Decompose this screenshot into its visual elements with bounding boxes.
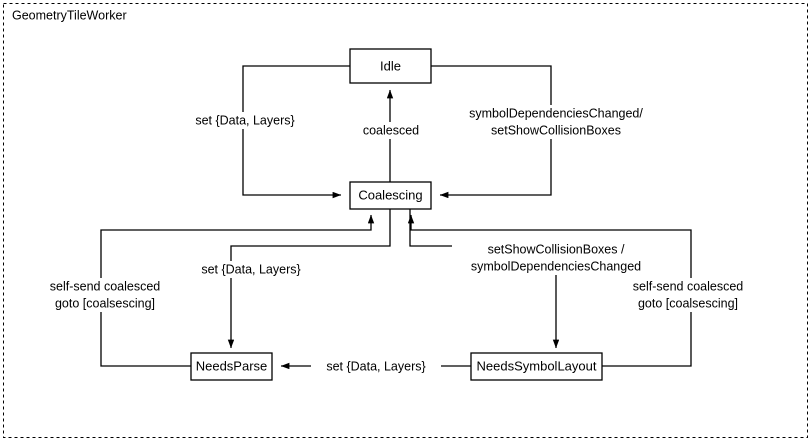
- edge-label-idle-to-coalescing-left: set {Data, Layers}: [180, 112, 310, 129]
- node-needsparse-box[interactable]: [190, 352, 273, 381]
- label-backdrop: [452, 105, 660, 139]
- edge-label-coalescing-to-needsparse: set {Data, Layers}: [186, 261, 316, 278]
- edge-label-line1: self-send coalesced: [50, 279, 161, 293]
- node-idle[interactable]: Idle: [349, 48, 432, 84]
- node-needssymbollayout[interactable]: NeedsSymbolLayout: [470, 352, 603, 381]
- edge-label-text: set {Data, Layers}: [326, 359, 425, 373]
- node-coalescing[interactable]: Coalescing: [349, 181, 432, 210]
- edge-label-needssymbollayout-to-needsparse: set {Data, Layers}: [311, 358, 441, 375]
- node-idle-label: Idle: [380, 58, 401, 73]
- label-backdrop: [355, 122, 427, 139]
- edge-label-text: coalesced: [363, 123, 419, 137]
- node-needsparse[interactable]: NeedsParse: [190, 352, 273, 381]
- edge-label-idle-to-coalescing-right: symbolDependenciesChanged/ setShowCollis…: [452, 105, 660, 139]
- label-backdrop: [452, 241, 660, 275]
- edge-coalescing-to-needsparse: [227, 208, 391, 349]
- geometrytileworker-frame: [3, 3, 808, 438]
- edge-label-coalescing-to-needssymbollayout: setShowCollisionBoxes / symbolDependenci…: [452, 241, 660, 275]
- node-coalescing-label: Coalescing: [358, 187, 422, 202]
- edge-label-needsparse-to-coalescing: self-send coalesced goto [coalsescing]: [38, 278, 172, 312]
- edge-needssymbollayout-to-coalescing: [407, 214, 692, 367]
- node-coalescing-box[interactable]: [349, 181, 432, 210]
- frame-title: GeometryTileWorker: [12, 8, 127, 22]
- edge-label-text: set {Data, Layers}: [195, 113, 294, 127]
- edge-label-line2: goto [coalsescing]: [638, 296, 738, 310]
- edge-label-text: set {Data, Layers}: [201, 262, 300, 276]
- edge-idle-to-coalescing-left: [242, 65, 350, 199]
- label-backdrop: [38, 278, 172, 312]
- node-idle-box[interactable]: [349, 48, 432, 84]
- edge-label-line2: symbolDependenciesChanged: [471, 259, 641, 273]
- edge-label-line1: setShowCollisionBoxes /: [488, 242, 625, 256]
- edge-label-coalescing-to-idle: coalesced: [355, 122, 427, 139]
- node-needsparse-label: NeedsParse: [196, 358, 268, 373]
- label-backdrop: [186, 261, 316, 278]
- edge-label-line2: setShowCollisionBoxes: [491, 123, 621, 137]
- edge-label-needssymbollayout-to-coalescing: self-send coalesced goto [coalsescing]: [621, 278, 755, 312]
- edge-label-line1: self-send coalesced: [633, 279, 744, 293]
- node-needssymbollayout-label: NeedsSymbolLayout: [477, 358, 597, 373]
- edge-needsparse-to-coalescing: [100, 214, 375, 367]
- edge-label-line1: symbolDependenciesChanged/: [469, 106, 643, 120]
- label-backdrop: [180, 112, 310, 129]
- label-backdrop: [621, 278, 755, 312]
- label-backdrop: [311, 358, 441, 375]
- edge-coalescing-to-needssymbollayout: [409, 208, 560, 349]
- edge-label-line2: goto [coalsescing]: [55, 296, 155, 310]
- node-needssymbollayout-box[interactable]: [470, 352, 603, 381]
